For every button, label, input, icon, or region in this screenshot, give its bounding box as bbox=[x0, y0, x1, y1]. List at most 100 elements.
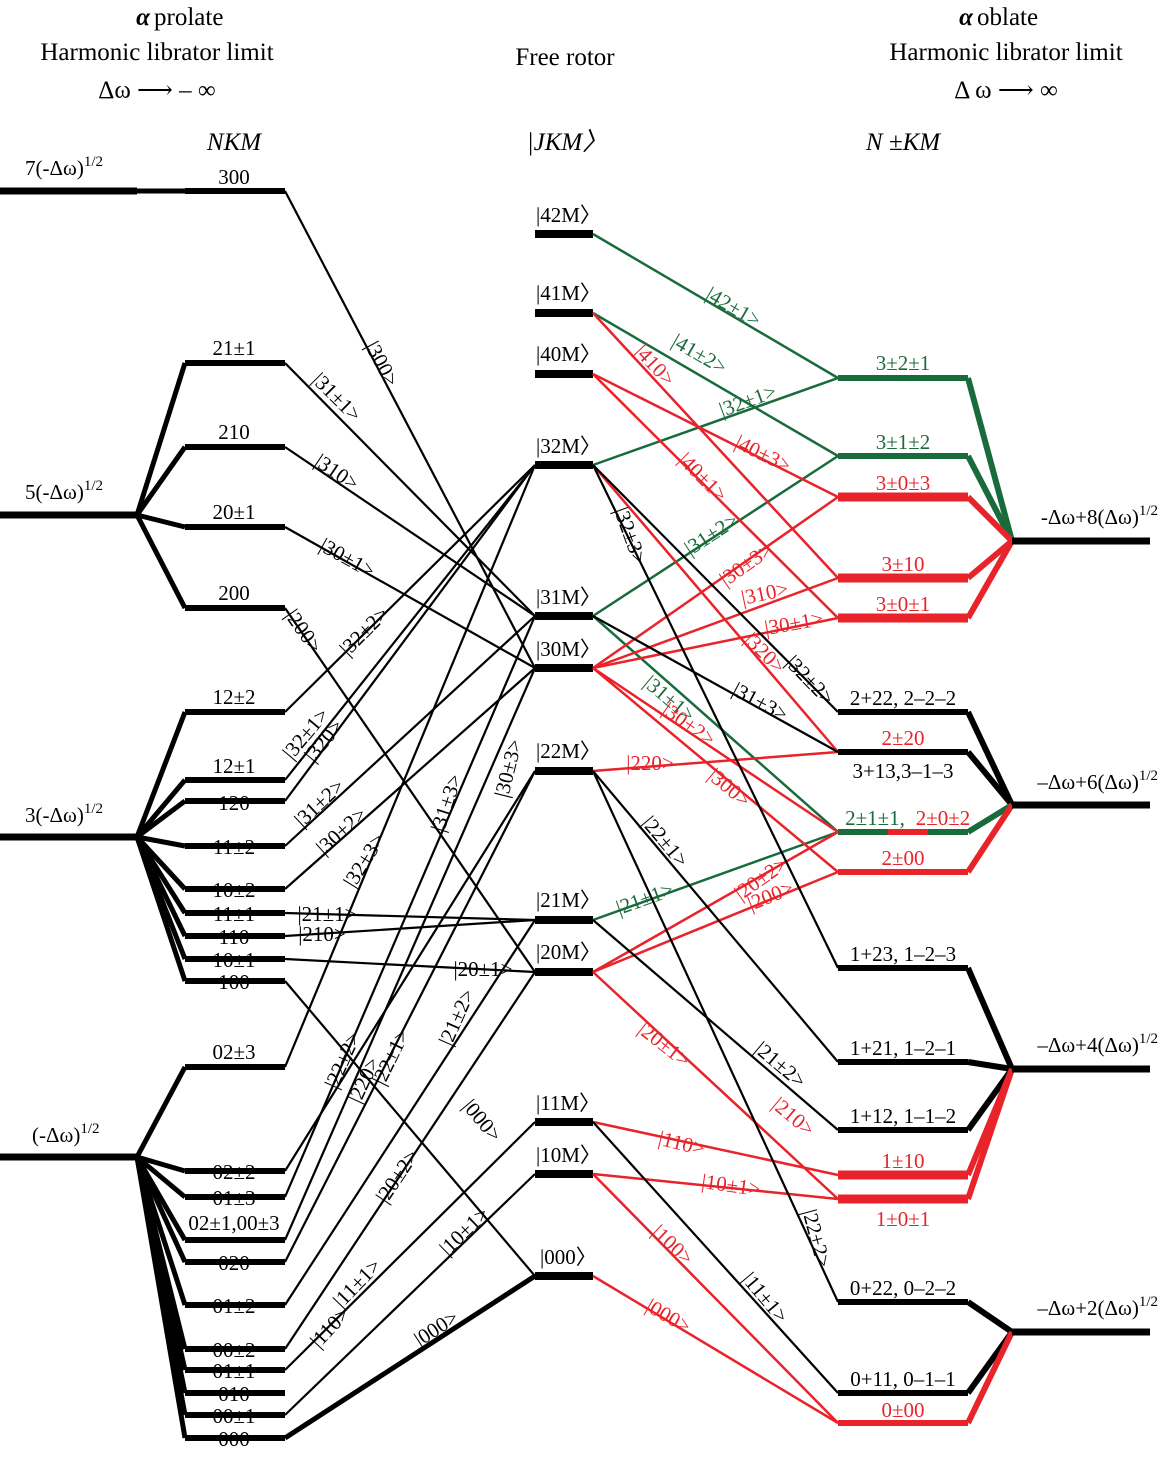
connection-label: |31±1> bbox=[308, 368, 367, 427]
left-level-label: 02±2 bbox=[212, 1160, 255, 1184]
connection-label: |30±3> bbox=[489, 737, 527, 800]
right-energy-label: –Δω+4(Δω)1/2 bbox=[1036, 1031, 1158, 1057]
right-title-2: Harmonic librator limit bbox=[889, 39, 1122, 66]
left-level-label: 12±1 bbox=[212, 754, 255, 778]
right-level-label: 3+13,3–1–3 bbox=[852, 759, 953, 783]
right-energy-label: –Δω+2(Δω)1/2 bbox=[1036, 1294, 1158, 1320]
left-column-label: NKM bbox=[206, 129, 262, 156]
left-energy-label: (-Δω)1/2 bbox=[32, 1121, 99, 1147]
connection-label: |210> bbox=[768, 1092, 820, 1141]
left-fans bbox=[134, 188, 188, 1439]
right-energy-labels: -Δω+8(Δω)1/2 –Δω+6(Δω)1/2 –Δω+4(Δω)1/2 –… bbox=[1036, 503, 1158, 1320]
center-level-labels: |42M〉 |41M〉 |40M〉 |32M〉 |31M〉 |30M〉 |22M… bbox=[536, 203, 601, 1269]
connection-label: |31±3> bbox=[729, 677, 792, 726]
left-alpha: α bbox=[136, 4, 151, 31]
connection-label: |10±1> bbox=[700, 1169, 762, 1201]
right-level-label: 1±10 bbox=[881, 1149, 924, 1173]
right-energy-label: –Δω+6(Δω)1/2 bbox=[1036, 768, 1158, 794]
center-level-label: |10M〉 bbox=[536, 1143, 601, 1167]
connection-label: |21±2> bbox=[750, 1036, 811, 1092]
right-level-label: 3±0±3 bbox=[876, 471, 931, 495]
left-energy-labels: 7(-Δω)1/2 5(-Δω)1/2 3(-Δω)1/2 (-Δω)1/2 bbox=[25, 154, 103, 1147]
right-level-label: 2±20 bbox=[881, 726, 924, 750]
left-title-1: prolate bbox=[154, 4, 223, 31]
left-level-label: 10±2 bbox=[212, 878, 255, 902]
left-level-bars bbox=[185, 188, 285, 1441]
right-level-label: 0+22, 0–2–2 bbox=[850, 1276, 956, 1300]
left-title-2: Harmonic librator limit bbox=[40, 39, 273, 66]
right-level-label: 1+21, 1–2–1 bbox=[850, 1036, 956, 1060]
left-level-label: 00±1 bbox=[212, 1404, 255, 1428]
right-level-label: 1+23, 1–2–3 bbox=[850, 942, 956, 966]
left-level-label: 10±1 bbox=[212, 948, 255, 972]
left-level-label: 20±1 bbox=[212, 500, 255, 524]
center-level-label: |41M〉 bbox=[536, 281, 601, 305]
connection-label: |300> bbox=[360, 337, 404, 390]
left-level-label: 02±1,00±3 bbox=[188, 1211, 279, 1235]
connection-label: |110> bbox=[656, 1126, 707, 1161]
connection-label: |20±2> bbox=[371, 1145, 424, 1207]
center-level-label: |11M〉 bbox=[536, 1091, 600, 1115]
left-level-label: 300 bbox=[218, 165, 250, 189]
center-right-green bbox=[592, 232, 839, 922]
right-alpha: α bbox=[959, 4, 974, 31]
right-limit: Δ ω ⟶ ∞ bbox=[954, 77, 1058, 104]
left-level-label: 01±3 bbox=[212, 1186, 255, 1210]
right-level-label: 3±2±1 bbox=[876, 351, 931, 375]
right-level-label: 0+11, 0–1–1 bbox=[850, 1367, 956, 1391]
connection-label: |21±1> bbox=[297, 902, 356, 926]
center-level-label: |21M〉 bbox=[536, 888, 601, 912]
right-level-label: 0±00 bbox=[881, 1398, 924, 1422]
left-energy-label: 3(-Δω)1/2 bbox=[25, 801, 103, 827]
connection-label: |310> bbox=[310, 449, 363, 495]
connection-label: |32±2> bbox=[335, 602, 394, 661]
left-level-label: 11±1 bbox=[213, 902, 255, 926]
left-level-label: 010 bbox=[218, 1382, 250, 1406]
left-level-label: 000 bbox=[218, 1427, 250, 1451]
center-level-label: |30M〉 bbox=[536, 637, 601, 661]
left-energy-label: 7(-Δω)1/2 bbox=[25, 154, 103, 180]
connection-label: |000> bbox=[458, 1095, 507, 1147]
connection-label: |40±3> bbox=[731, 430, 795, 477]
left-level-label: 020 bbox=[218, 1251, 250, 1275]
connection-label: |10±1> bbox=[435, 1202, 494, 1260]
ground-state-connection bbox=[283, 1273, 537, 1441]
left-level-label: 200 bbox=[218, 581, 250, 605]
center-level-label: |40M〉 bbox=[536, 342, 601, 366]
connection-label: |30±1> bbox=[763, 606, 825, 640]
left-level-label: 12±2 bbox=[212, 685, 255, 709]
left-level-label: 21±1 bbox=[212, 336, 255, 360]
right-title-1: oblate bbox=[977, 4, 1038, 31]
center-level-label: |22M〉 bbox=[536, 739, 601, 763]
left-level-label: 02±3 bbox=[212, 1040, 255, 1064]
left-level-label: 11±2 bbox=[213, 835, 255, 859]
right-energy-bars bbox=[1012, 537, 1150, 1336]
center-level-label: |31M〉 bbox=[536, 585, 601, 609]
connection-label: |100> bbox=[647, 1220, 698, 1270]
center-title: Free rotor bbox=[515, 44, 615, 71]
left-level-label: 00±2 bbox=[212, 1338, 255, 1362]
connection-label: |22±2> bbox=[798, 1207, 836, 1270]
left-energy-label: 5(-Δω)1/2 bbox=[25, 478, 103, 504]
right-level-label: 2±1±1, bbox=[845, 806, 905, 830]
left-center-connections bbox=[283, 190, 537, 1416]
connection-label: |210> bbox=[298, 922, 346, 946]
connection-label: |200> bbox=[280, 605, 327, 658]
connection-label: |20±1> bbox=[634, 1017, 695, 1072]
center-level-label: |20M〉 bbox=[536, 940, 601, 964]
connection-label: |40±1> bbox=[674, 448, 733, 507]
connection-label: |310> bbox=[739, 576, 791, 609]
left-header: α prolate Harmonic librator limit Δω ⟶ –… bbox=[40, 4, 273, 104]
left-limit: Δω ⟶ – ∞ bbox=[98, 77, 215, 104]
right-column-label: N ±KM bbox=[865, 129, 941, 156]
right-level-label: 2+22, 2–2–2 bbox=[850, 686, 956, 710]
right-level-label: 2±0±2 bbox=[916, 806, 971, 830]
right-level-label: 3±1±2 bbox=[876, 430, 931, 454]
right-level-label: 3±10 bbox=[881, 552, 924, 576]
connection-label: |11±1> bbox=[737, 1267, 793, 1327]
right-level-label: 2±00 bbox=[881, 846, 924, 870]
center-level-bars bbox=[535, 230, 593, 1280]
right-level-labels: 3±2±1 3±1±2 3±0±3 3±10 3±0±1 2+22, 2–2–2… bbox=[845, 351, 970, 1422]
